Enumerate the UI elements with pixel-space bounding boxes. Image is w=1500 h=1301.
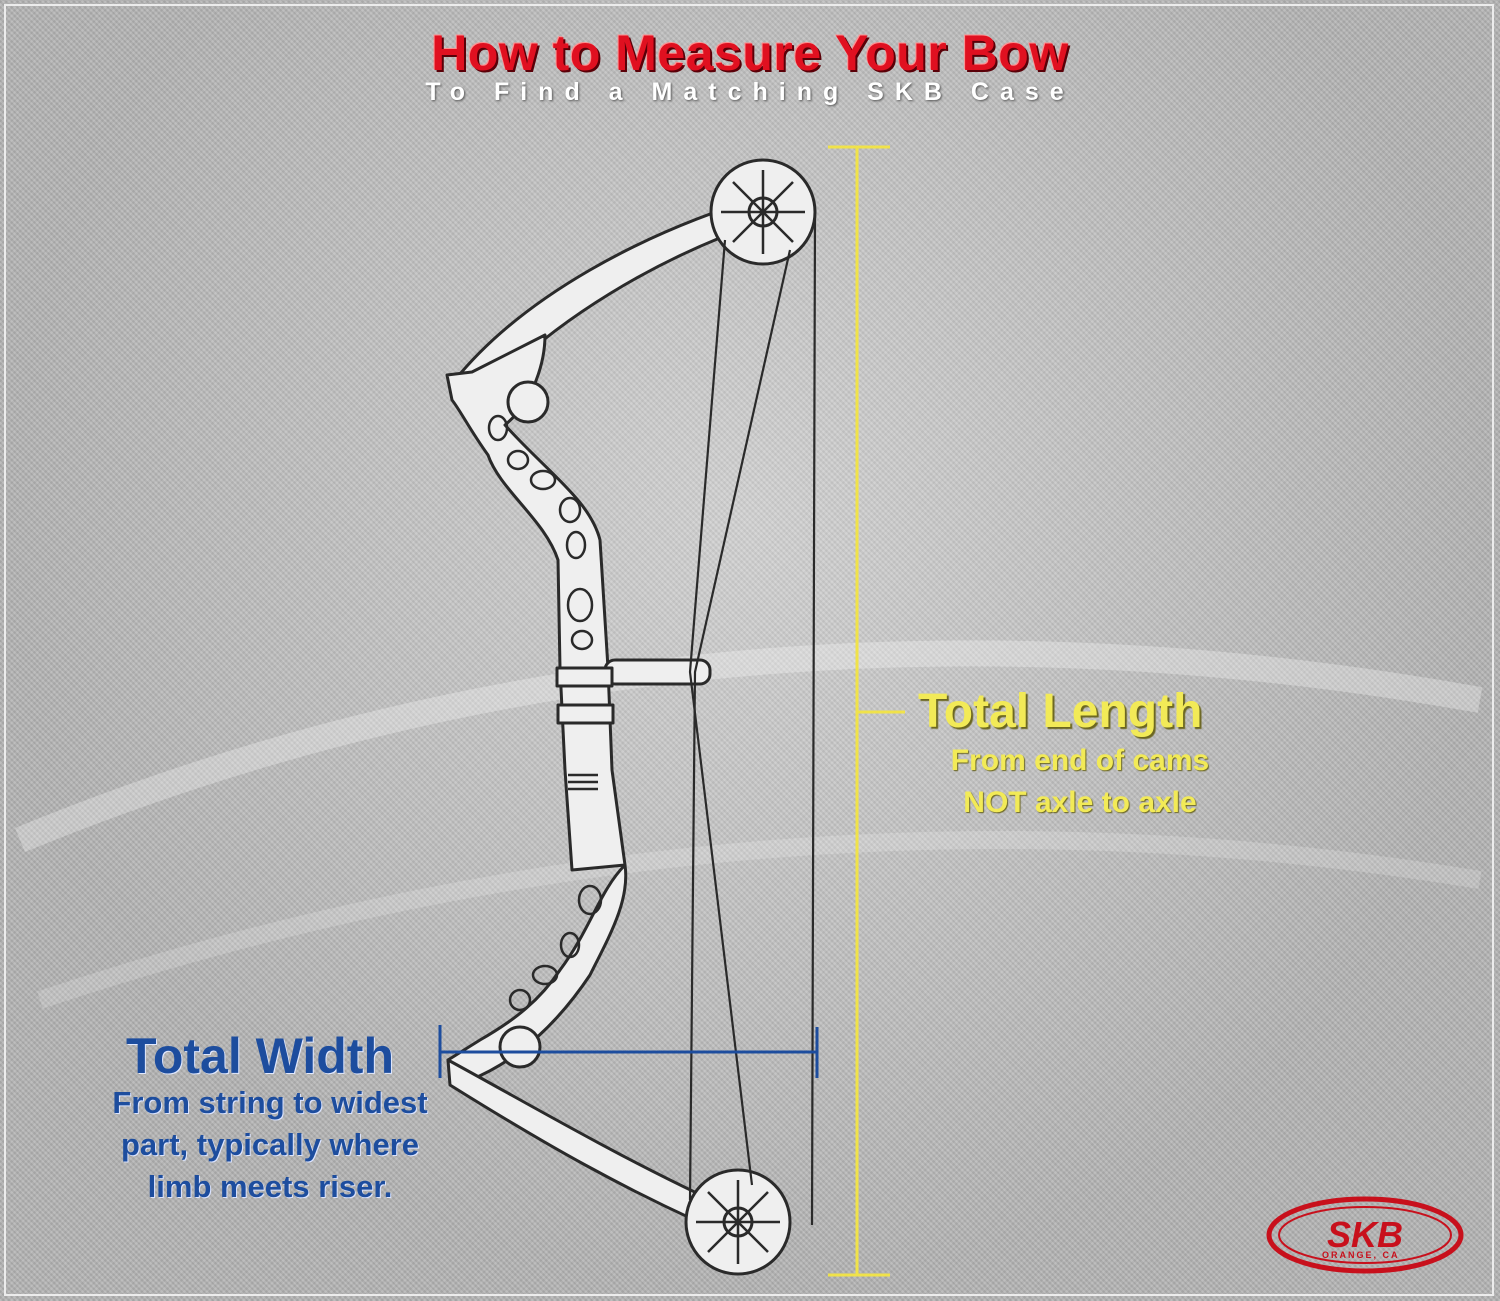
bow-string (810, 214, 817, 1226)
grip-band-2 (556, 703, 615, 725)
image-frame (4, 4, 1494, 1296)
total-width-line: From string to widest (112, 1085, 428, 1120)
cable-1 (688, 239, 754, 1186)
total-width-dimension (438, 1025, 819, 1078)
page-subtitle: To Find a Matching SKB Case (425, 78, 1075, 106)
skb-logo-text: SKB (1327, 1214, 1403, 1255)
total-length-title: Total Length (918, 685, 1203, 738)
total-width-line: limb meets riser. (147, 1169, 393, 1204)
skb-logo: SKB (1266, 1196, 1464, 1274)
total-length-dimension (828, 145, 905, 1277)
total-length-line: From end of cams (950, 744, 1210, 777)
total-width-line: part, typically where (120, 1127, 420, 1162)
total-width-description: From string to widest part, typically wh… (80, 1082, 460, 1208)
total-length-line: NOT axle to axle (963, 786, 1197, 819)
cable-2 (688, 249, 792, 1201)
riser (445, 333, 628, 1087)
upper-riser-bushing (506, 380, 550, 424)
total-length-description: From end of cams NOT axle to axle (905, 740, 1255, 824)
page-title: How to Measure Your Bow (431, 25, 1069, 81)
skb-logo-subtext: ORANGE, CA (1322, 1250, 1400, 1260)
total-width-title: Total Width (126, 1028, 394, 1084)
grip-band-1 (555, 666, 614, 688)
lower-riser-bushing (498, 1025, 542, 1069)
